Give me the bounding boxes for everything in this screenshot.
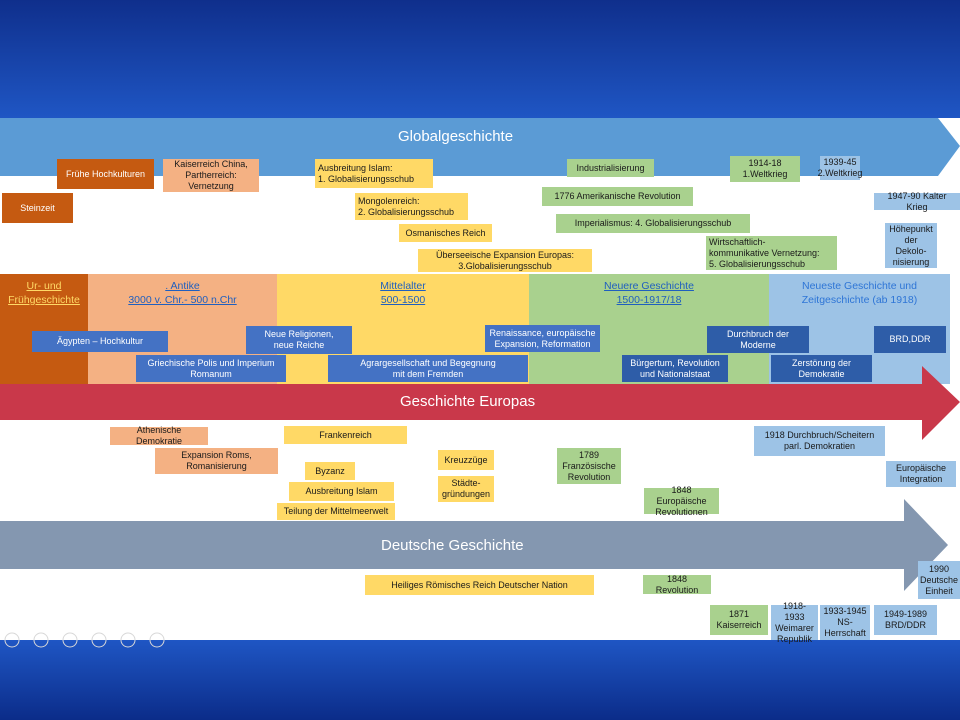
band-item-griechische-polis: Griechische Polis und Imperium Romanum (136, 355, 286, 382)
band-item-neue-religionen: Neue Religionen, neue Reiche (246, 326, 352, 354)
band-item-durchbruch: Durchbruch der Moderne (707, 326, 809, 353)
global-item-mongolen: Mongolenreich: 2. Globalisierungsschub (355, 193, 468, 220)
europe-item-rom: Expansion Roms, Romanisierung (155, 448, 278, 474)
band-item-aegypten: Ägypten – Hochkultur (32, 331, 168, 352)
band-item-brd-ddr: BRD,DDR (874, 326, 946, 353)
era-band-prehistory (0, 274, 88, 384)
nav-circle-icon (62, 632, 78, 648)
europe-item-kreuzzuege: Kreuzzüge (438, 450, 494, 470)
global-item-fruehe-hochkulturen: Frühe Hochkulturen (57, 159, 154, 189)
global-item-dekolonisierung: Höhepunkt der Dekolo- nisierung (885, 223, 937, 268)
german-item-1848: 1848 Revolution (643, 574, 711, 595)
era-label-early-modern: Neuere Geschichte 1500-1917/18 (604, 280, 694, 306)
slide-bottom-background (0, 640, 960, 720)
europe-arrow-label: Geschichte Europas (400, 393, 536, 410)
global-item-kalter-krieg: 1947-90 Kalter Krieg (874, 191, 960, 212)
europe-arrow (0, 366, 960, 440)
global-item-amerikanische-revolution: 1776 Amerikanische Revolution (542, 187, 693, 206)
germany-arrow (0, 499, 948, 591)
slide-top-background (0, 0, 960, 118)
band-item-buergertum: Bürgertum, Revolution und Nationalstaat (622, 355, 728, 382)
nav-circle-icon (4, 632, 20, 648)
global-arrow-label: Globalgeschichte (398, 128, 514, 145)
band-item-zerstoerung: Zerstörung der Demokratie (771, 355, 872, 382)
era-label-antiquity: . Antike 3000 v. Chr.- 500 n.Chr (128, 280, 237, 306)
global-item-uebersee: Überseeische Expansion Europas: 3.Global… (418, 249, 592, 272)
era-label-contemporary: Neueste Geschichte und Zeitgeschichte (a… (801, 280, 918, 306)
europe-item-integration: Europäische Integration (886, 461, 956, 487)
global-item-osmanisch: Osmanisches Reich (399, 224, 492, 242)
europe-item-staedte: Städte- gründungen (438, 476, 494, 502)
global-item-islam: Ausbreitung Islam: 1. Globalisierungssch… (315, 159, 433, 188)
europe-item-1789: 1789 Französische Revolution (557, 448, 621, 484)
german-item-weimar: 1918-1933 Weimarer Republik (771, 601, 818, 644)
global-item-steinzeit: Steinzeit (2, 193, 73, 223)
global-item-vernetzung: Wirtschaftlich- kommunikative Vernetzung… (706, 236, 837, 270)
global-item-industrialisierung: Industrialisierung (567, 159, 654, 177)
global-item-weltkrieg-2: 1939-45 2.Weltkrieg (817, 156, 863, 180)
band-item-agrargesellschaft: Agrargesellschaft und Begegnung mit dem … (328, 355, 528, 382)
europe-item-1848: 1848 Europäische Revolutionen (644, 485, 719, 517)
global-item-imperialismus: Imperialismus: 4. Globalisierungsschub (556, 214, 750, 233)
nav-circle-icon (33, 632, 49, 648)
german-item-hrr: Heiliges Römisches Reich Deutscher Natio… (365, 575, 594, 595)
german-item-brd-ddr: 1949-1989 BRD/DDR (874, 605, 937, 635)
nav-circle-icon (120, 632, 136, 648)
global-item-weltkrieg-1: 1914-18 1.Weltkrieg (730, 156, 800, 182)
german-item-1990: 1990 Deutsche Einheit (918, 561, 960, 599)
era-label-prehistory: Ur- und Frühgeschichte (8, 280, 80, 306)
era-label-middle-ages: Mittelalter 500-1500 (380, 280, 426, 306)
german-item-1871: 1871 Kaiserreich (710, 605, 768, 635)
europe-item-athen: Athenische Demokratie (110, 425, 208, 446)
europe-item-islam: Ausbreitung Islam (289, 482, 394, 501)
slide-nav-controls (4, 632, 165, 648)
germany-arrow-label: Deutsche Geschichte (381, 537, 524, 554)
nav-circle-icon (149, 632, 165, 648)
nav-circle-icon (91, 632, 107, 648)
global-item-china: Kaiserreich China, Partherreich: Vernetz… (163, 159, 259, 192)
band-item-renaissance: Renaissance, europäische Expansion, Refo… (485, 325, 600, 352)
europe-item-1918: 1918 Durchbruch/Scheitern parl. Demokrat… (754, 426, 885, 456)
europe-item-frankenreich: Frankenreich (284, 426, 407, 444)
europe-item-mittelmeer: Teilung der Mittelmeerwelt (277, 503, 395, 520)
german-item-ns: 1933-1945 NS- Herrschaft (820, 605, 870, 640)
europe-item-byzanz: Byzanz (305, 462, 355, 480)
